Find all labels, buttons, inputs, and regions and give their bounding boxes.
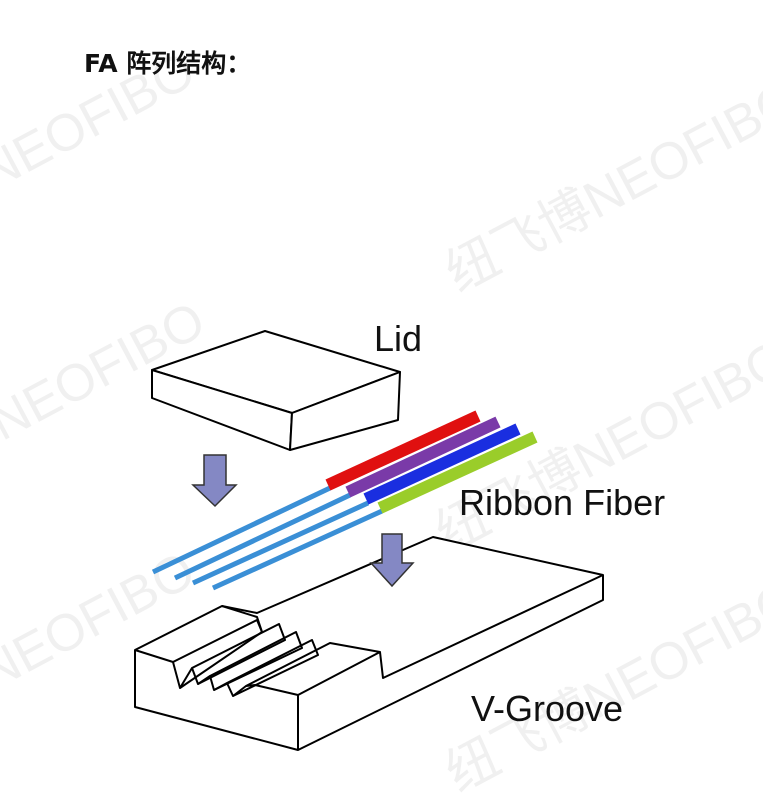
page-title: FA 阵列结构： (84, 49, 252, 78)
fiber-jacket-purple (345, 416, 501, 498)
bare-fiber (151, 485, 332, 575)
v-groove-block (134, 536, 604, 751)
arrow-down-icon (191, 454, 238, 508)
v-groove-label: V-Groove (471, 688, 624, 729)
arrow-down-icon (369, 533, 415, 588)
fiber-jacket-blue (363, 423, 521, 505)
bare-fibers (151, 485, 384, 591)
ribbon-fiber-label: Ribbon Fiber (459, 482, 666, 523)
bare-fiber (173, 492, 352, 581)
lid-block (151, 330, 401, 451)
bare-fiber (191, 500, 370, 586)
bare-fiber (211, 508, 384, 591)
lid-label: Lid (374, 318, 423, 359)
ribbon-fiber (151, 410, 538, 591)
fiber-jacket-red (325, 410, 481, 491)
fiber-jackets (325, 410, 538, 514)
fiber-jacket-green (377, 431, 538, 514)
